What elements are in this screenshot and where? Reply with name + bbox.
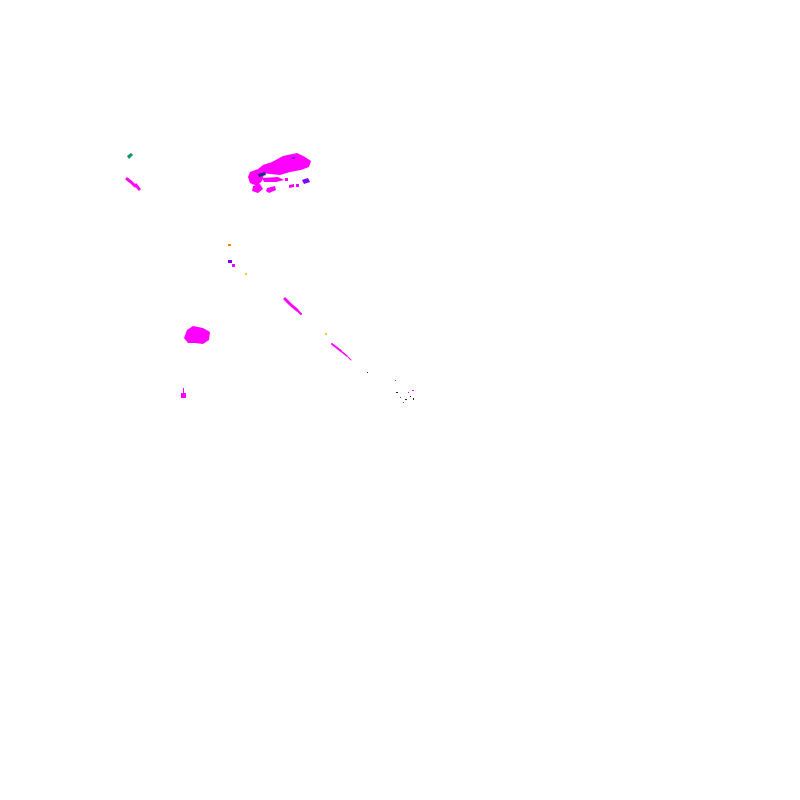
speck-orange: [228, 244, 231, 246]
patch-large-northeast-accents: [258, 157, 310, 184]
patch-west: [184, 326, 210, 344]
dot-cluster-southeast: [367, 372, 414, 403]
marker-small-square: [181, 388, 186, 398]
dashes-northwest: [125, 177, 141, 191]
mark-teal: [127, 153, 133, 159]
speck-yellow: [245, 273, 327, 335]
speck-violet: [228, 260, 235, 267]
patch-large-northeast: [248, 153, 311, 193]
diagonal-trace: [283, 297, 352, 361]
